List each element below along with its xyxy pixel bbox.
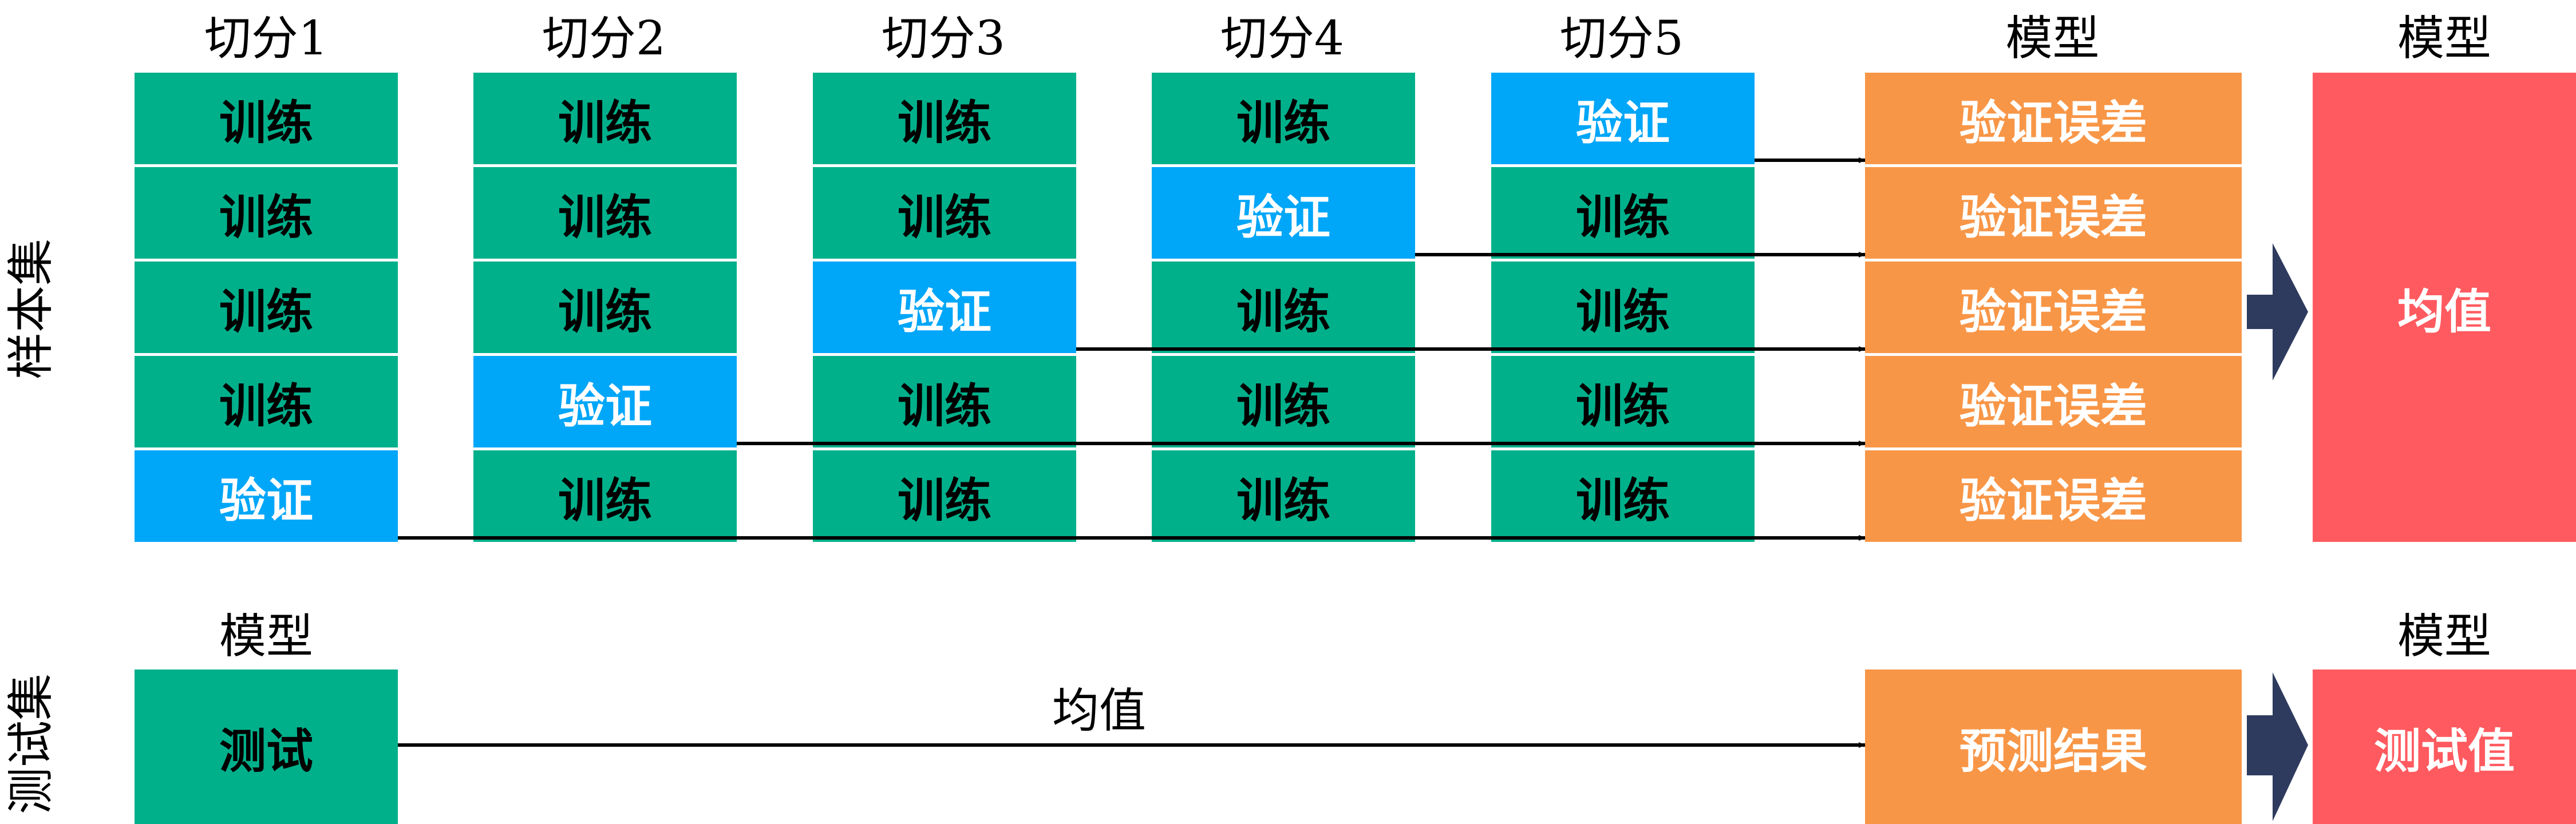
to-test-value-arrow-icon — [2247, 672, 2308, 821]
model-header-mean: 模型 — [2397, 11, 2491, 66]
train-label: 训练 — [1575, 284, 1670, 339]
train-cell: 训练 — [135, 356, 398, 447]
test-label: 测试 — [219, 723, 313, 779]
train-cell: 训练 — [1152, 73, 1415, 164]
train-label: 训练 — [558, 284, 652, 339]
train-label: 训练 — [897, 473, 991, 528]
validate-cell: 验证 — [813, 262, 1076, 353]
validation-error-label: 验证误差 — [1959, 473, 2147, 528]
train-label: 训练 — [558, 95, 652, 150]
to-mean-arrow-icon — [2247, 243, 2308, 381]
test-value-box: 测试值 — [2313, 670, 2576, 824]
validation-error-label: 验证误差 — [1959, 378, 2147, 434]
fold-header-4: 切分4 — [1220, 11, 1345, 66]
train-cell: 训练 — [1152, 356, 1415, 447]
train-label: 训练 — [1575, 189, 1670, 245]
train-label: 训练 — [1575, 473, 1670, 528]
train-cell: 训练 — [813, 356, 1076, 447]
validation-error-box: 验证误差 — [1865, 167, 2242, 259]
train-cell: 训练 — [1491, 450, 1755, 542]
validate-label: 验证 — [219, 473, 313, 528]
validation-error-label: 验证误差 — [1959, 284, 2147, 339]
test-value-label: 测试值 — [2373, 723, 2515, 779]
train-label: 训练 — [558, 473, 652, 528]
fold-header-1: 切分1 — [204, 11, 329, 66]
validation-error-label: 验证误差 — [1959, 95, 2147, 150]
train-cell: 训练 — [813, 73, 1076, 164]
fold-header-5: 切分5 — [1559, 11, 1684, 66]
train-label: 训练 — [219, 189, 313, 245]
train-cell: 训练 — [1152, 262, 1415, 353]
test-mean-label: 均值 — [1052, 684, 1146, 738]
train-cell: 训练 — [473, 450, 737, 542]
validation-error-box: 验证误差 — [1865, 356, 2242, 447]
train-cell: 训练 — [1152, 450, 1415, 542]
train-cell: 训练 — [1491, 167, 1755, 259]
train-cell: 训练 — [135, 262, 398, 353]
train-label: 训练 — [1575, 378, 1670, 434]
mean-box: 均值 — [2313, 73, 2576, 542]
train-cell: 训练 — [135, 167, 398, 259]
validate-label: 验证 — [1236, 189, 1330, 245]
model-header-test-right: 模型 — [2397, 609, 2491, 664]
train-label: 训练 — [897, 95, 991, 150]
validation-error-box: 验证误差 — [1865, 262, 2242, 353]
train-label: 训练 — [1236, 378, 1330, 434]
validate-label: 验证 — [558, 378, 652, 434]
train-cell: 训练 — [813, 167, 1076, 259]
train-label: 训练 — [1236, 284, 1330, 339]
validate-cell: 验证 — [1152, 167, 1415, 259]
train-label: 训练 — [558, 189, 652, 245]
fold-header-2: 切分2 — [542, 11, 666, 66]
validate-cell: 验证 — [473, 356, 737, 447]
test-box: 测试 — [135, 670, 398, 824]
train-label: 训练 — [1236, 473, 1330, 528]
train-label: 训练 — [897, 189, 991, 245]
validate-label: 验证 — [1575, 95, 1670, 150]
train-label: 训练 — [219, 95, 313, 150]
prediction-box: 预测结果 — [1865, 670, 2242, 824]
validate-cell: 验证 — [1491, 73, 1755, 164]
model-header-errors: 模型 — [2005, 11, 2100, 66]
train-label: 训练 — [219, 284, 313, 339]
train-cell: 训练 — [473, 262, 737, 353]
train-cell: 训练 — [1491, 262, 1755, 353]
train-cell: 训练 — [473, 167, 737, 259]
model-header-test-left: 模型 — [219, 609, 313, 664]
validate-label: 验证 — [897, 284, 991, 339]
train-label: 训练 — [1236, 95, 1330, 150]
prediction-label: 预测结果 — [1959, 723, 2147, 779]
mean-label: 均值 — [2397, 284, 2491, 339]
validation-error-box: 验证误差 — [1865, 73, 2242, 164]
fold-header-3: 切分3 — [881, 11, 1006, 66]
validation-error-box: 验证误差 — [1865, 450, 2242, 542]
train-cell: 训练 — [1491, 356, 1755, 447]
train-cell: 训练 — [135, 73, 398, 164]
validation-error-label: 验证误差 — [1959, 189, 2147, 245]
train-label: 训练 — [897, 378, 991, 434]
validate-cell: 验证 — [135, 450, 398, 542]
train-cell: 训练 — [473, 73, 737, 164]
train-label: 训练 — [219, 378, 313, 434]
train-cell: 训练 — [813, 450, 1076, 542]
